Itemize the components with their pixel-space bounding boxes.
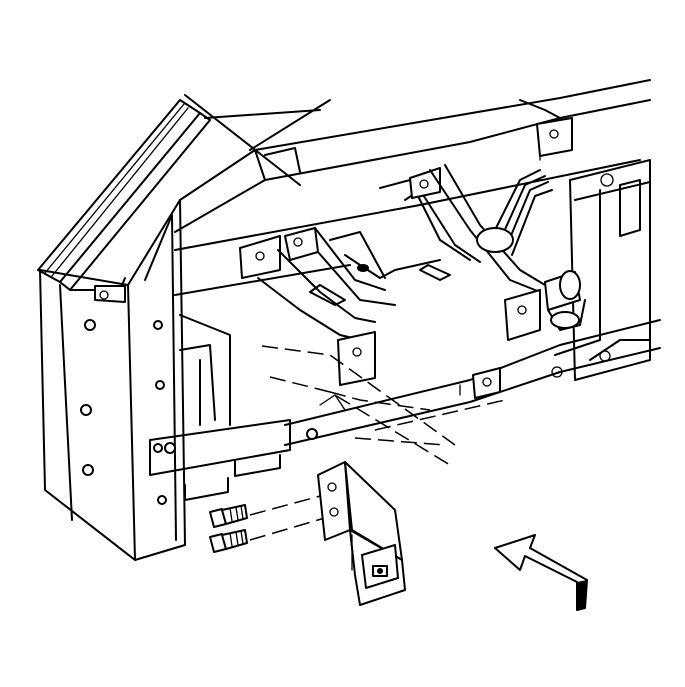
direction-arrow-icon: [494, 534, 588, 611]
bolt-icon: [209, 529, 248, 553]
bolt-icon: [209, 504, 248, 528]
hinge-pillar: [39, 199, 186, 561]
cross-car-beam: [174, 159, 661, 446]
relay-block: [551, 159, 651, 381]
bracket-icon: [317, 461, 406, 606]
wiring-harness: [476, 169, 586, 331]
right-mount-tab: [472, 289, 541, 399]
upper-cowl-panel: [174, 79, 651, 233]
lower-left-brace: [149, 314, 318, 501]
windshield-frame: [37, 94, 331, 291]
